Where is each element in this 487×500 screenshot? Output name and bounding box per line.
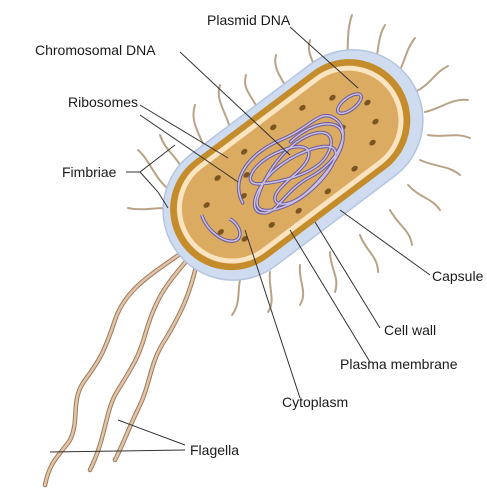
label-cell-wall: Cell wall [384,322,436,338]
label-ribosomes: Ribosomes [68,94,138,110]
cell-body [162,49,424,281]
label-flagella: Flagella [190,442,239,458]
label-capsule: Capsule [432,268,484,284]
label-plasmid-dna: Plasmid DNA [207,12,291,28]
labels: Plasmid DNA Chromosomal DNA Ribosomes Fi… [35,12,484,458]
plasmid-dna [200,92,363,243]
label-fimbriae: Fimbriae [62,164,117,180]
cytoplasm [181,70,399,259]
label-plasma-membrane: Plasma membrane [340,356,458,372]
label-cytoplasm: Cytoplasm [282,394,348,410]
flagella [42,249,200,488]
chromosomal-dna [236,113,345,215]
leader-lines [49,26,431,453]
ribosomes [203,94,379,242]
label-chromosomal-dna: Chromosomal DNA [35,42,156,58]
